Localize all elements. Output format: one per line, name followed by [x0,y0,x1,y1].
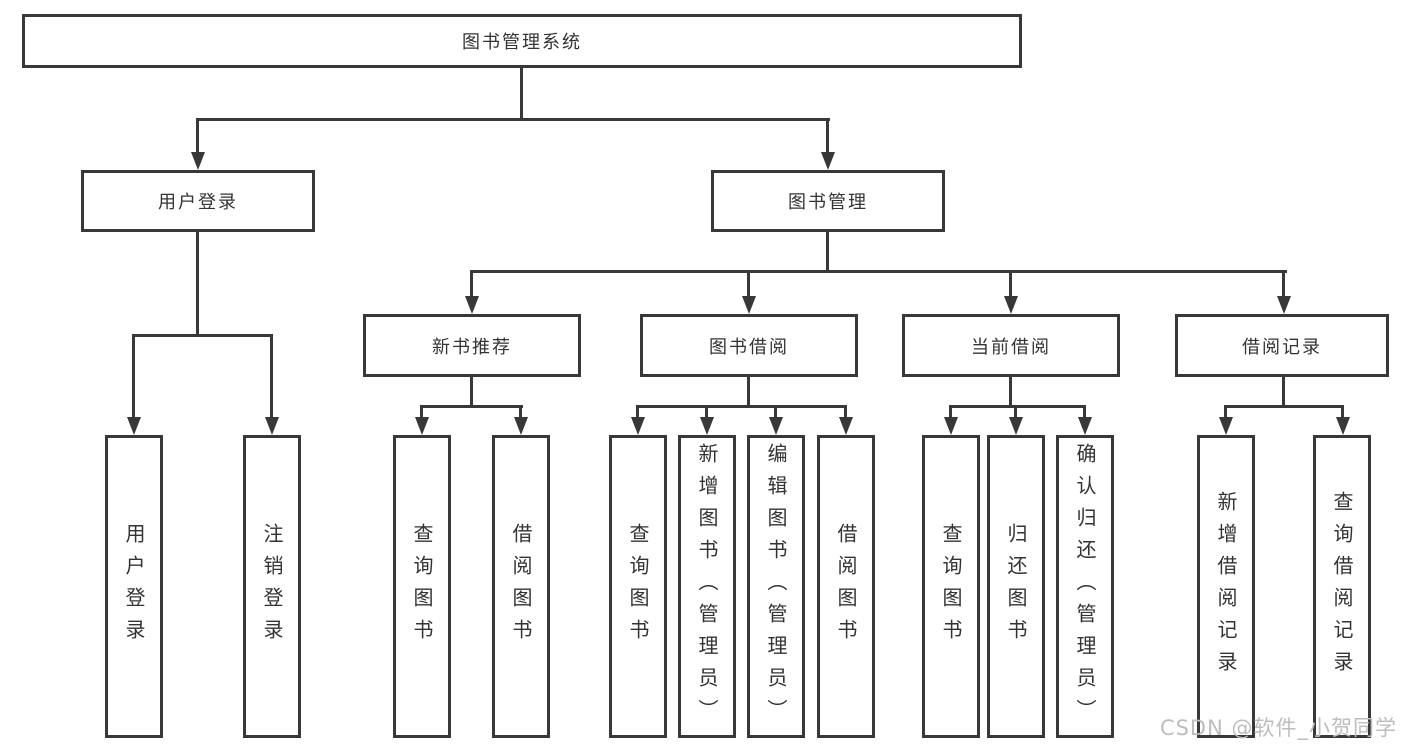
connector-vertical [774,405,777,419]
arrow-down-icon [631,417,645,435]
node-new-book-recommend-label: 新书推荐 [432,336,512,358]
connector-vertical [747,377,750,407]
connector-horizontal [132,334,273,337]
node-user-login-label: 用户登录 [158,192,238,213]
node-book-management: 图书管理 [711,170,945,232]
connector-vertical [270,334,273,419]
connector-vertical [196,232,199,336]
connector-horizontal [1224,405,1344,408]
arrow-down-icon [1277,296,1291,314]
arrow-down-icon [265,417,279,435]
node-library-management-system-label: 图书管理系统 [462,32,582,53]
arrow-down-icon [465,296,479,314]
node-leaf-user-login: 用户登录 [105,435,163,738]
arrow-down-icon [1009,417,1023,435]
arrow-down-icon [1078,417,1092,435]
connector-horizontal [636,405,847,408]
connector-vertical [1083,405,1086,419]
node-leaf-borrow-book-label: 借阅图书 [834,522,858,651]
node-leaf-edit-book-admin: 编辑图书（管理员） [747,435,805,738]
node-user-login: 用户登录 [81,170,315,232]
node-leaf-query-book-recommend: 查询图书 [393,435,451,738]
arrow-down-icon [127,417,141,435]
connector-vertical [132,334,135,419]
arrow-down-icon [769,417,783,435]
node-leaf-return-book-label: 归还图书 [1004,522,1028,651]
connector-vertical [196,118,199,154]
node-leaf-confirm-return-admin: 确认归还（管理员） [1056,435,1114,738]
node-leaf-query-book-borrowing-label: 查询图书 [626,522,650,651]
node-leaf-edit-book-admin-label: 编辑图书（管理员） [764,442,788,731]
node-leaf-query-book-current: 查询图书 [922,435,980,738]
node-leaf-borrow-book-recommend: 借阅图书 [492,435,550,738]
node-book-borrowing: 图书借阅 [640,314,858,377]
node-book-borrowing-label: 图书借阅 [709,336,789,358]
node-borrowing-records: 借阅记录 [1175,314,1389,377]
node-book-management-label: 图书管理 [788,192,868,213]
connector-vertical [747,270,750,298]
arrow-down-icon [821,152,835,170]
node-leaf-add-book-admin-label: 新增图书（管理员） [695,442,719,731]
arrow-down-icon [700,417,714,435]
connector-horizontal [196,118,830,121]
connector-vertical [949,405,952,419]
arrow-down-icon [1336,417,1350,435]
connector-vertical [705,405,708,419]
arrow-down-icon [1219,417,1233,435]
connector-vertical [470,270,473,298]
connector-horizontal [949,405,1086,408]
arrow-down-icon [191,152,205,170]
connector-vertical [1282,377,1285,407]
connector-vertical [636,405,639,419]
node-leaf-user-login-label: 用户登录 [122,522,146,651]
node-current-borrowing: 当前借阅 [902,314,1120,377]
arrow-down-icon [1004,296,1018,314]
node-current-borrowing-label: 当前借阅 [971,336,1051,358]
arrow-down-icon [742,296,756,314]
node-leaf-borrow-book: 借阅图书 [817,435,875,738]
connector-vertical [826,118,829,154]
connector-horizontal [420,405,523,408]
connector-vertical [844,405,847,419]
connector-vertical [1224,405,1227,419]
connector-vertical [519,405,522,419]
node-new-book-recommend: 新书推荐 [363,314,581,377]
arrow-down-icon [415,417,429,435]
connector-vertical [1282,270,1285,298]
node-borrowing-records-label: 借阅记录 [1242,336,1322,358]
node-library-management-system: 图书管理系统 [22,14,1022,68]
connector-vertical [1014,405,1017,419]
connector-vertical [520,68,523,120]
connector-vertical [420,405,423,419]
node-leaf-logout: 注销登录 [243,435,301,738]
node-leaf-query-borrow-record: 查询借阅记录 [1313,435,1371,738]
connector-vertical [470,377,473,407]
csdn-watermark: CSDN @软件_小贺同学 [1159,716,1397,740]
node-leaf-query-book-recommend-label: 查询图书 [410,522,434,651]
arrow-down-icon [514,417,528,435]
connector-horizontal [470,270,1287,273]
connector-vertical [1009,377,1012,407]
connector-vertical [1341,405,1344,419]
arrow-down-icon [944,417,958,435]
connector-vertical [1009,270,1012,298]
node-leaf-return-book: 归还图书 [987,435,1045,738]
node-leaf-query-book-current-label: 查询图书 [939,522,963,651]
arrow-down-icon [839,417,853,435]
node-leaf-add-borrow-record-label: 新增借阅记录 [1214,490,1238,683]
node-leaf-borrow-book-recommend-label: 借阅图书 [509,522,533,651]
node-leaf-query-borrow-record-label: 查询借阅记录 [1330,490,1354,683]
connector-vertical [826,232,829,272]
node-leaf-add-book-admin: 新增图书（管理员） [678,435,736,738]
node-leaf-logout-label: 注销登录 [260,522,284,651]
node-leaf-confirm-return-admin-label: 确认归还（管理员） [1073,442,1097,731]
node-leaf-query-book-borrowing: 查询图书 [609,435,667,738]
node-leaf-add-borrow-record: 新增借阅记录 [1197,435,1255,738]
